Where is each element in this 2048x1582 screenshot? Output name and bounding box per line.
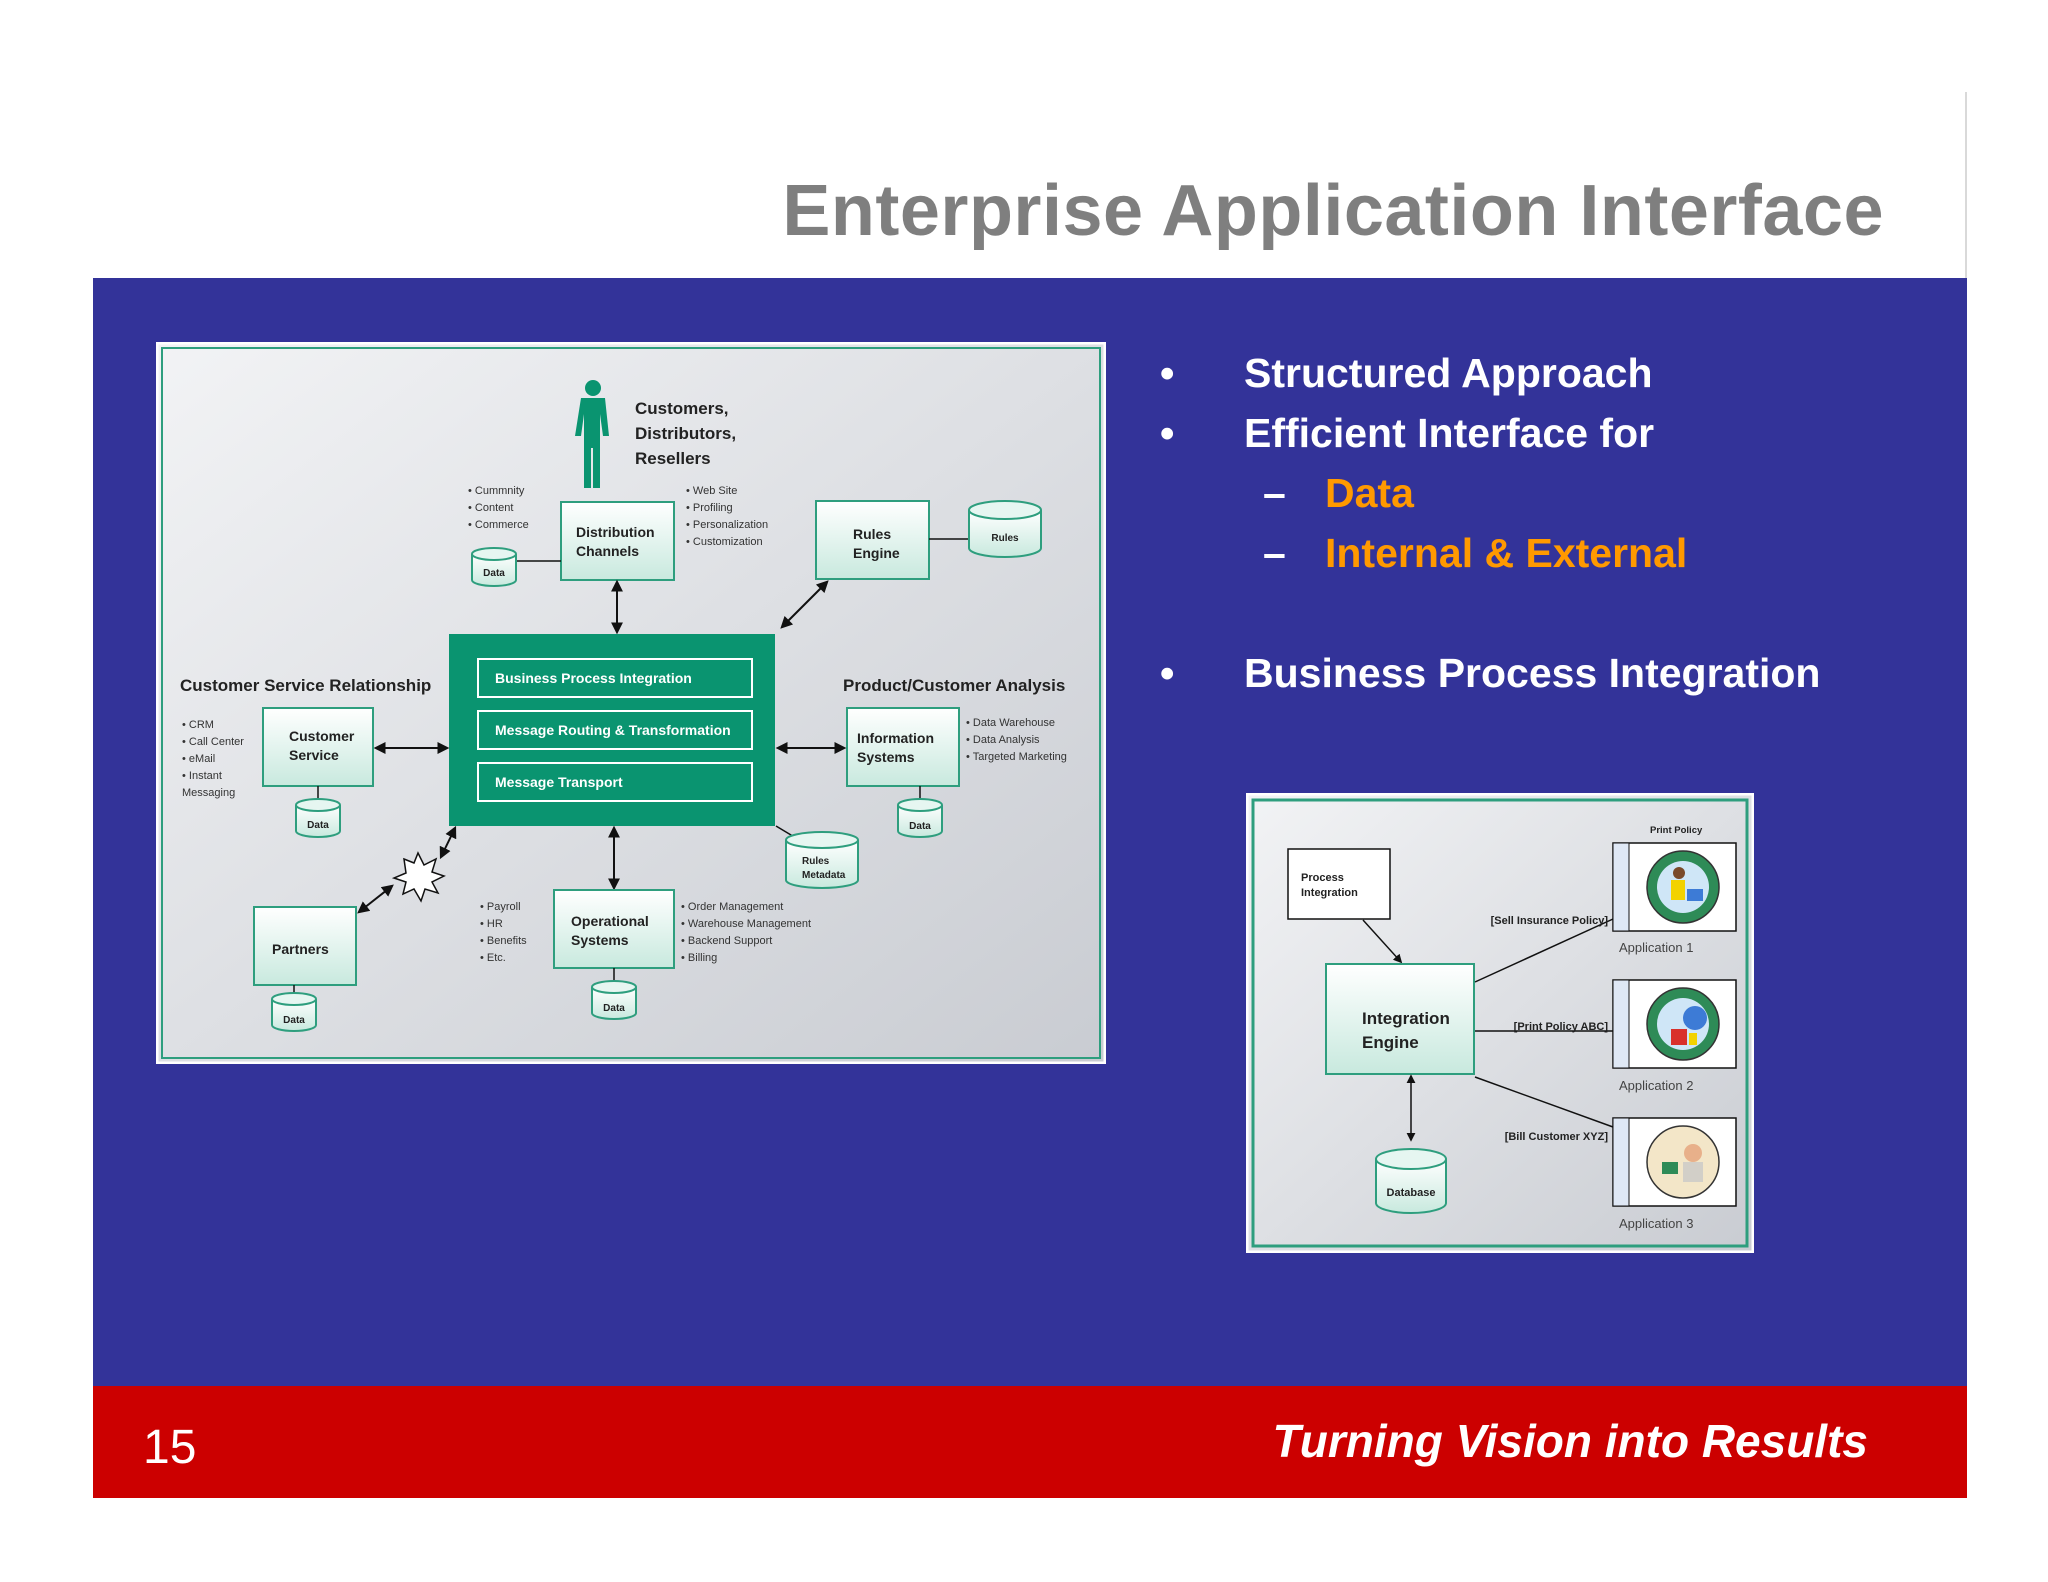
rules-engine-label: Rules Engine [853,526,900,561]
hub-item-bpi: Business Process Integration [495,670,692,686]
footer-bar [93,1386,1967,1498]
person-icon [575,380,609,488]
information-systems-box [846,707,960,787]
link-label-print: [Print Policy ABC] [1514,1021,1609,1033]
svg-text:Rules: Rules [991,533,1019,544]
distribution-left-bullets: • Cummnity • Content • Commerce [468,485,529,531]
partners-data-cylinder: Data [271,992,317,1032]
page-number: 15 [143,1421,197,1474]
customer-service-data-cylinder: Data [295,798,341,838]
rules-metadata-cylinder: Rules Metadata [785,831,859,889]
database-cylinder: Database [1375,1148,1447,1214]
csr-header: Customer Service Relationship [180,676,431,695]
slide-title: Enterprise Application Interface [782,171,1884,251]
distribution-data-cylinder: Data [471,547,517,587]
application-2-label: Application 2 [1619,1078,1693,1093]
customer-service-box [262,707,374,787]
pca-header: Product/Customer Analysis [843,676,1065,695]
operational-systems-box [553,889,675,969]
print-policy-label: Print Policy [1650,825,1703,836]
svg-text:Data: Data [909,821,931,832]
operational-systems-label: Operational Systems [571,913,653,948]
hub-item-routing: Message Routing & Transformation [495,722,731,738]
application-3-label: Application 3 [1619,1216,1693,1231]
svg-text:Data: Data [483,568,505,579]
firewall-burst-icon [391,851,446,903]
information-systems-label: Information Systems [857,730,938,765]
integration-engine-box [1325,963,1475,1075]
svg-text:Rules Metadata: Rules Metadata [802,856,846,881]
application-1-icon [1612,842,1737,932]
distribution-channels-label: Distribution Channels [576,524,658,559]
footer-tagline: Turning Vision into Results [1272,1415,1868,1467]
csr-bullets: • CRM • Call Center • eMail • Instant Me… [182,719,247,799]
integration-engine-label: Integration Engine [1362,1009,1455,1052]
process-integration-box [1287,848,1391,920]
application-2-icon [1612,979,1737,1069]
customer-service-label: Customer Service [289,728,358,763]
title-divider [1965,92,1967,282]
distribution-channels-box [560,501,675,581]
integration-hub [449,634,775,826]
operational-data-cylinder: Data [591,980,637,1020]
svg-text:Data: Data [283,1015,305,1026]
link-label-sell: [Sell Insurance Policy] [1491,915,1609,927]
svg-text:Database: Database [1387,1187,1436,1199]
partners-label: Partners [272,941,329,957]
process-integration-label: Process Integration [1301,872,1358,899]
link-label-bill: [Bill Customer XYZ] [1505,1131,1609,1143]
distribution-right-bullets: • Web Site • Profiling • Personalization… [686,485,771,548]
application-1-label: Application 1 [1619,940,1693,955]
partners-box [253,906,357,986]
enterprise-architecture-diagram: Customers, Distributors, Resellers • Cum… [156,342,1106,1064]
application-3-icon [1612,1117,1737,1207]
rules-engine-box [815,500,930,580]
information-bullets: • Data Warehouse • Data Analysis • Targe… [966,717,1067,763]
svg-text:Data: Data [603,1003,625,1014]
operational-right-bullets: • Order Management • Warehouse Managemen… [681,901,814,964]
customers-label: Customers, Distributors, Resellers [635,399,741,468]
integration-engine-diagram: Process Integration Integration Engine D… [1246,793,1754,1253]
hub-item-transport: Message Transport [495,774,623,790]
svg-text:Data: Data [307,820,329,831]
information-data-cylinder: Data [897,798,943,838]
rules-db-cylinder: Rules [968,500,1042,558]
operational-left-bullets: • Payroll • HR • Benefits • Etc. [480,901,530,964]
